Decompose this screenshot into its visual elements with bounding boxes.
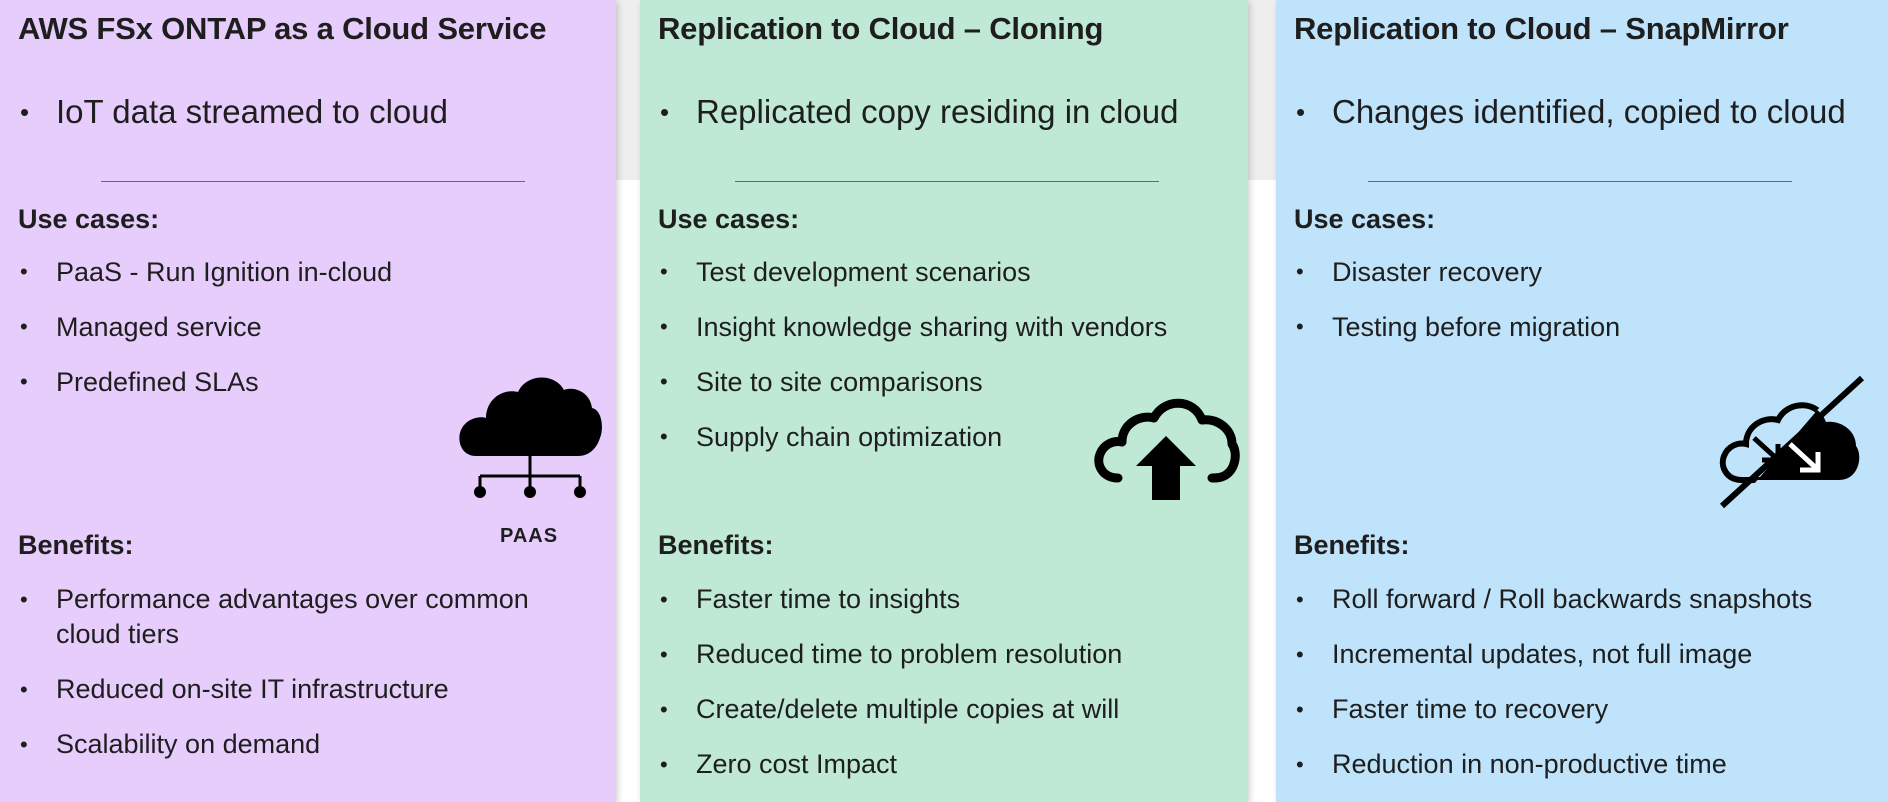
divider	[1368, 181, 1792, 182]
list-item: Reduction in non-productive time	[1294, 747, 1874, 782]
list-item: Create/delete multiple copies at will	[658, 692, 1238, 727]
list-item: Reduced time to problem resolution	[658, 637, 1238, 672]
cloud-upload-icon	[1094, 398, 1240, 500]
list-item: Disaster recovery	[1294, 254, 1874, 290]
summary-list: Replicated copy residing in cloud	[658, 92, 1248, 132]
benefits-label: Benefits:	[658, 530, 774, 560]
benefits-label: Benefits:	[1294, 530, 1410, 560]
icon-caption: PAAS	[500, 525, 559, 547]
summary-list: IoT data streamed to cloud	[18, 92, 616, 132]
cloud-sync-icon	[1719, 375, 1865, 509]
summary-item: Changes identified, copied to cloud	[1294, 92, 1888, 132]
use-cases-label: Use cases:	[1294, 204, 1436, 234]
use-cases-label: Use cases:	[18, 204, 160, 234]
list-item: PaaS - Run Ignition in-cloud	[18, 254, 598, 290]
panel-snapmirror: Replication to Cloud – SnapMirror Change…	[1276, 0, 1888, 802]
list-item: Site to site comparisons	[658, 364, 1238, 400]
panel-cloud-service: AWS FSx ONTAP as a Cloud Service IoT dat…	[0, 0, 616, 802]
use-cases-list: PaaS - Run Ignition in-cloud Managed ser…	[18, 254, 598, 419]
benefits-label: Benefits:	[18, 530, 134, 560]
list-item: Faster time to recovery	[1294, 692, 1874, 727]
list-item: Supply chain optimization	[658, 419, 1238, 455]
use-cases-list: Test development scenarios Insight knowl…	[658, 254, 1238, 474]
list-item: Roll forward / Roll backwards snapshots	[1294, 582, 1874, 617]
summary-item: IoT data streamed to cloud	[18, 92, 616, 132]
use-cases-list: Disaster recovery Testing before migrati…	[1294, 254, 1874, 364]
list-item: Performance advantages over common cloud…	[18, 582, 578, 652]
list-item: Testing before migration	[1294, 309, 1874, 345]
cloud-network-icon	[459, 377, 602, 498]
panel-title: Replication to Cloud – Cloning	[658, 11, 1104, 46]
list-item: Zero cost Impact	[658, 747, 1238, 782]
list-item: Managed service	[18, 309, 598, 345]
list-item: Insight knowledge sharing with vendors	[658, 309, 1238, 345]
list-item: Reduced on-site IT infrastructure	[18, 672, 578, 707]
benefits-list: Roll forward / Roll backwards snapshots …	[1294, 582, 1874, 802]
list-item: Faster time to insights	[658, 582, 1238, 617]
summary-item: Replicated copy residing in cloud	[658, 92, 1248, 132]
divider	[735, 181, 1159, 182]
summary-list: Changes identified, copied to cloud	[1294, 92, 1888, 132]
list-item: Test development scenarios	[658, 254, 1238, 290]
list-item: Scalability on demand	[18, 727, 578, 762]
use-cases-label: Use cases:	[658, 204, 800, 234]
benefits-list: Faster time to insights Reduced time to …	[658, 582, 1238, 802]
panel-cloning: Replication to Cloud – Cloning Replicate…	[640, 0, 1248, 802]
panel-title: Replication to Cloud – SnapMirror	[1294, 11, 1789, 46]
list-item: Predefined SLAs	[18, 364, 598, 400]
divider	[101, 181, 525, 182]
benefits-list: Performance advantages over common cloud…	[18, 582, 578, 782]
list-item: Incremental updates, not full image	[1294, 637, 1874, 672]
panel-title: AWS FSx ONTAP as a Cloud Service	[18, 11, 547, 46]
